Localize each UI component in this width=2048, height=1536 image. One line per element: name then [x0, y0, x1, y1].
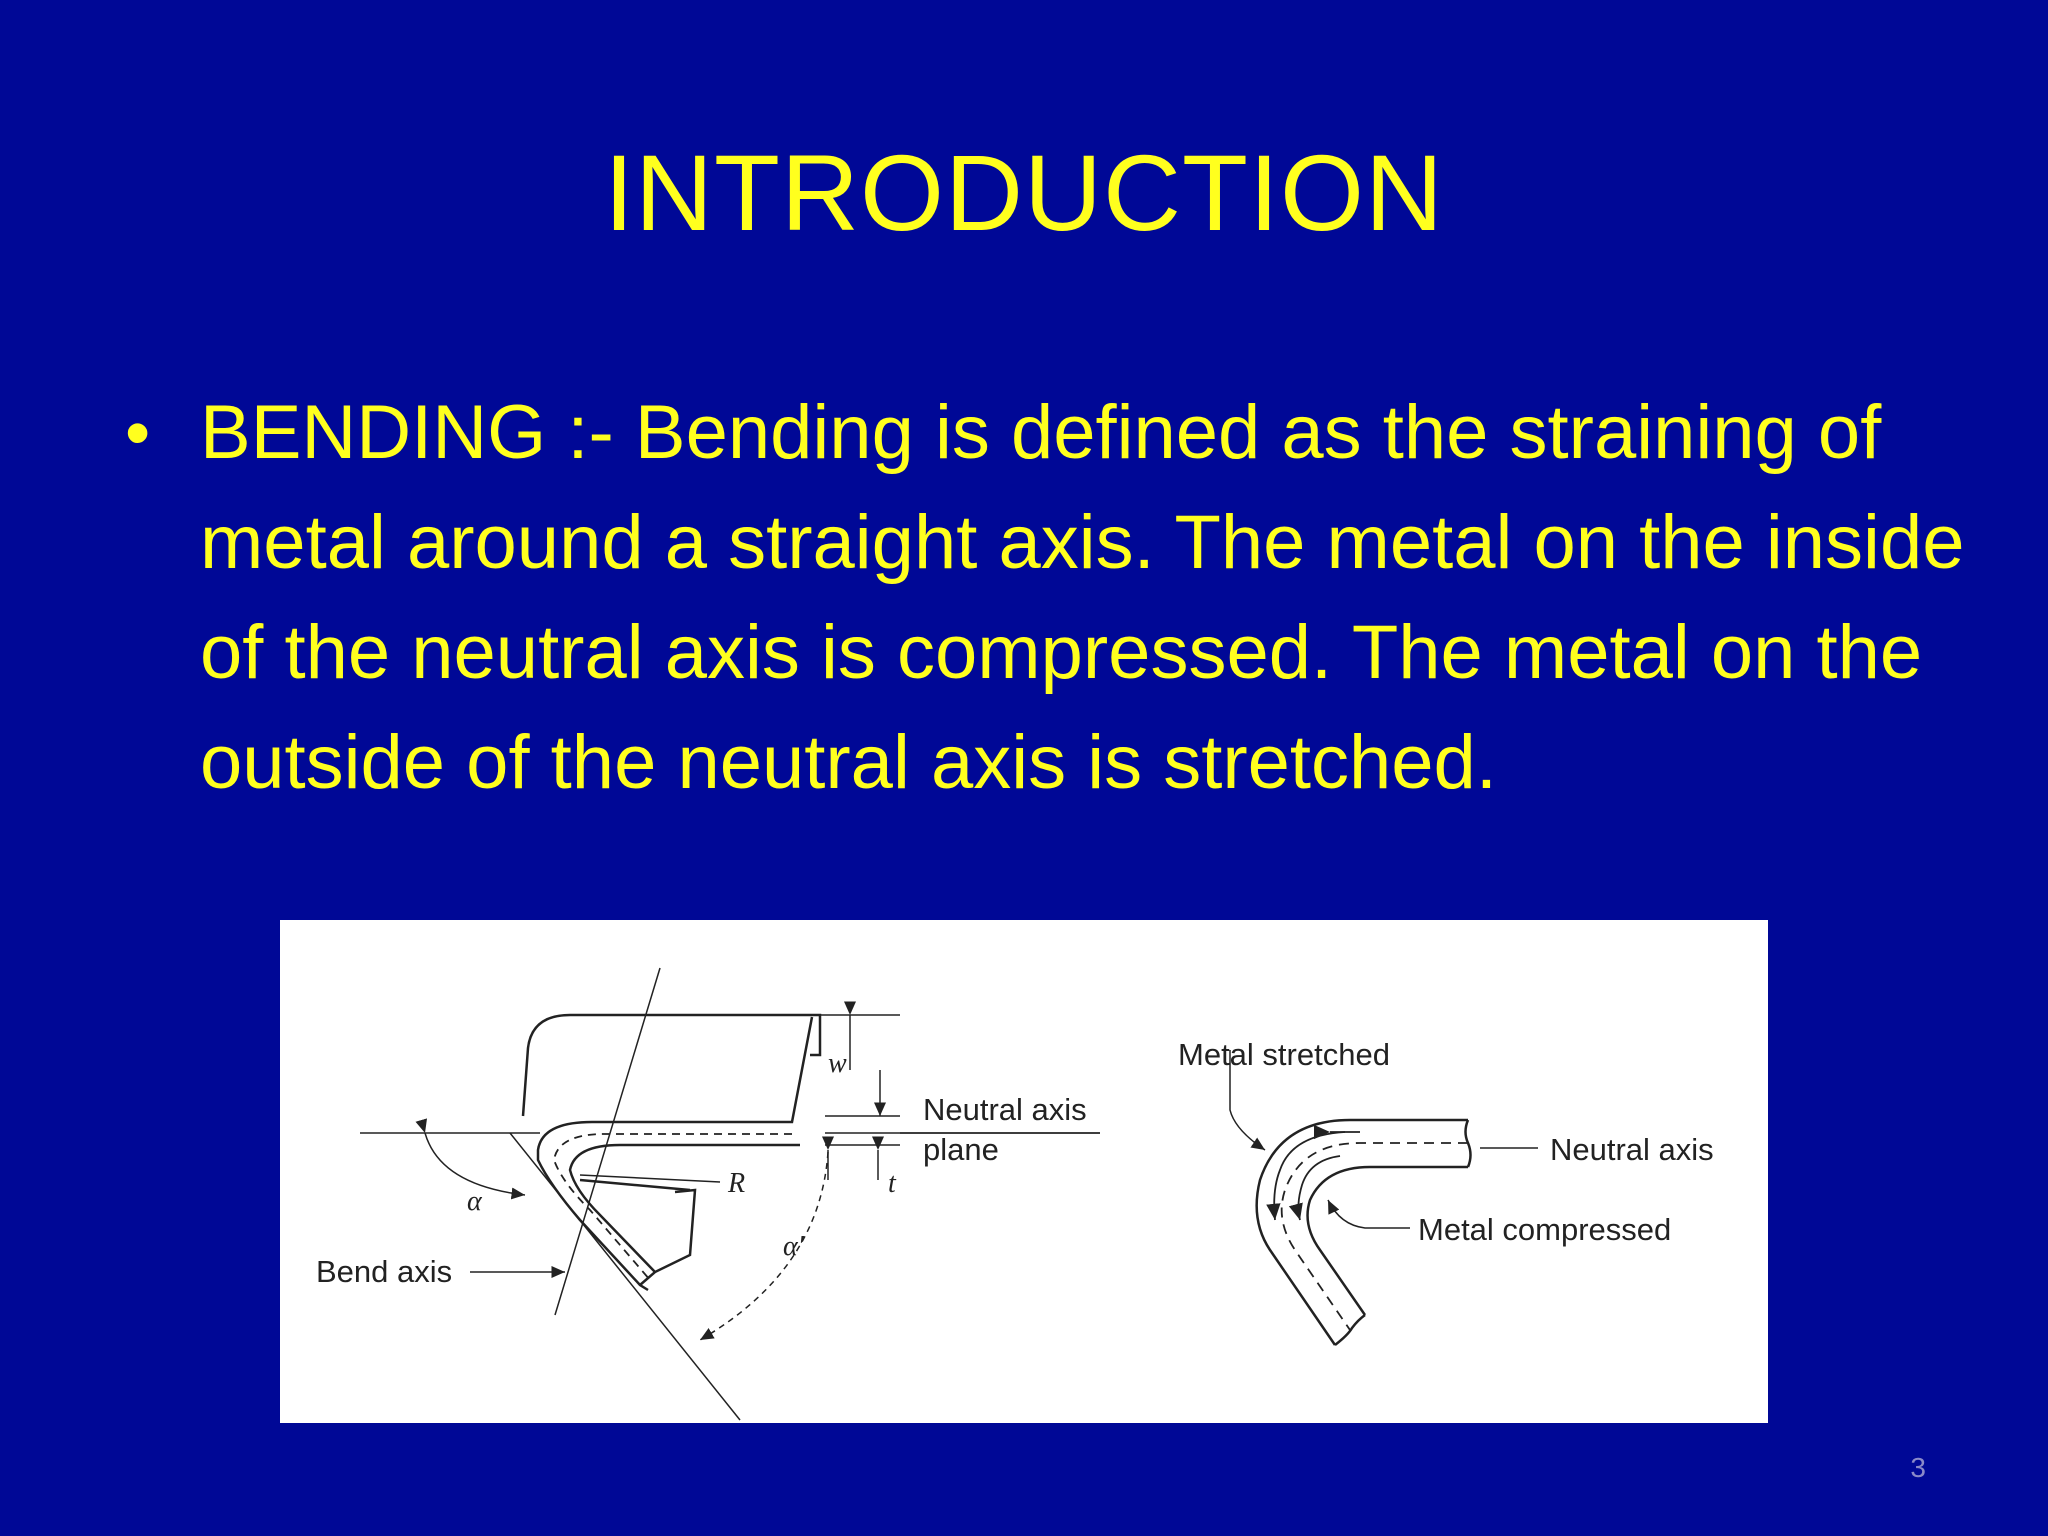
label-metal-stretched: Metal stretched — [1178, 1037, 1390, 1072]
bullet-dot: • — [125, 393, 151, 473]
label-bend-axis: Bend axis — [316, 1254, 452, 1289]
label-t: t — [888, 1168, 897, 1199]
left-bend-diagram — [360, 967, 1100, 1421]
label-neutral-axis-plane: Neutral axis — [923, 1092, 1087, 1127]
bending-figure: w Neutral axis plane R t α α′ Bend axis — [280, 920, 1768, 1423]
label-metal-compressed: Metal compressed — [1418, 1212, 1671, 1247]
slide-title: INTRODUCTION — [604, 132, 1444, 253]
right-bend-diagram — [1229, 1050, 1538, 1346]
bending-diagram: w Neutral axis plane R t α α′ Bend axis — [316, 967, 1714, 1421]
label-neutral-axis: Neutral axis — [1550, 1132, 1714, 1167]
label-w: w — [828, 1048, 847, 1079]
label-alpha: α — [467, 1186, 483, 1217]
bullet-text: BENDING :- Bending is defined as the str… — [200, 390, 1965, 805]
label-plane: plane — [923, 1132, 999, 1167]
page-number: 3 — [1910, 1452, 1926, 1483]
label-alpha-prime: α′ — [783, 1231, 805, 1262]
label-r: R — [727, 1168, 745, 1199]
